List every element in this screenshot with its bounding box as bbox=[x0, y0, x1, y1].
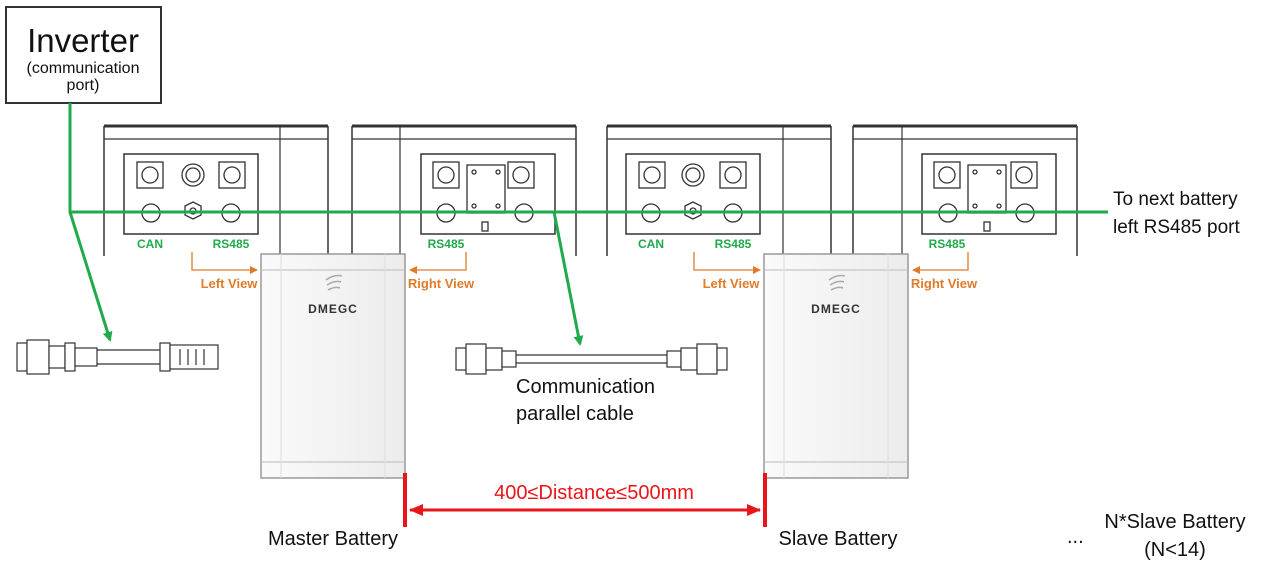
view-label-right-2: Right View bbox=[408, 276, 475, 291]
view-indicator-right-4 bbox=[912, 252, 969, 274]
port-label-can-1: CAN bbox=[137, 237, 163, 251]
battery-side-view-3 bbox=[606, 124, 832, 256]
next-battery-line1: To next battery bbox=[1113, 189, 1238, 210]
brand-logo-icon bbox=[325, 274, 343, 291]
port-panel-4 bbox=[933, 161, 1038, 232]
cable-label-line2: parallel cable bbox=[516, 403, 634, 425]
view-indicator-left-3 bbox=[693, 252, 761, 274]
slave-brand-text: DMEGC bbox=[811, 302, 861, 316]
view-label-left-1: Left View bbox=[201, 276, 259, 291]
port-label-can-3: CAN bbox=[638, 237, 664, 251]
n-slave-label-line1: N*Slave Battery bbox=[1104, 511, 1245, 533]
view-indicator-left-1 bbox=[191, 252, 258, 274]
port-label-rs485-1: RS485 bbox=[213, 237, 250, 251]
inverter-subtitle-1: (communication bbox=[27, 60, 140, 77]
parallel-cable-icon bbox=[455, 343, 728, 375]
distance-indicator bbox=[403, 473, 767, 527]
view-indicator-right-2 bbox=[409, 252, 467, 274]
port-label-rs485-2: RS485 bbox=[428, 237, 465, 251]
slave-battery-front: DMEGC bbox=[763, 253, 909, 479]
battery-side-view-2 bbox=[351, 124, 577, 256]
next-battery-line2: left RS485 port bbox=[1113, 217, 1240, 238]
view-label-right-4: Right View bbox=[911, 276, 978, 291]
n-slave-label-line2: (N<14) bbox=[1144, 539, 1206, 561]
communication-lines bbox=[68, 103, 1108, 346]
brand-logo-icon bbox=[828, 274, 846, 291]
inverter-title: Inverter bbox=[27, 22, 139, 59]
master-brand-text: DMEGC bbox=[308, 302, 358, 316]
view-label-left-3: Left View bbox=[703, 276, 761, 291]
inverter-subtitle-2: port) bbox=[67, 77, 100, 94]
distance-label: 400≤Distance≤500mm bbox=[494, 482, 694, 504]
port-panel-2 bbox=[432, 161, 535, 232]
port-label-rs485-3: RS485 bbox=[715, 237, 752, 251]
cable-label-line1: Communication bbox=[516, 376, 655, 398]
ellipsis: ... bbox=[1067, 526, 1084, 548]
inverter-cable-icon bbox=[16, 339, 219, 375]
port-label-rs485-4: RS485 bbox=[929, 237, 966, 251]
inverter-box: Inverter (communication port) bbox=[5, 6, 162, 104]
master-battery-front: DMEGC bbox=[260, 253, 406, 479]
slave-battery-label: Slave Battery bbox=[779, 528, 898, 550]
master-battery-label: Master Battery bbox=[268, 528, 398, 550]
